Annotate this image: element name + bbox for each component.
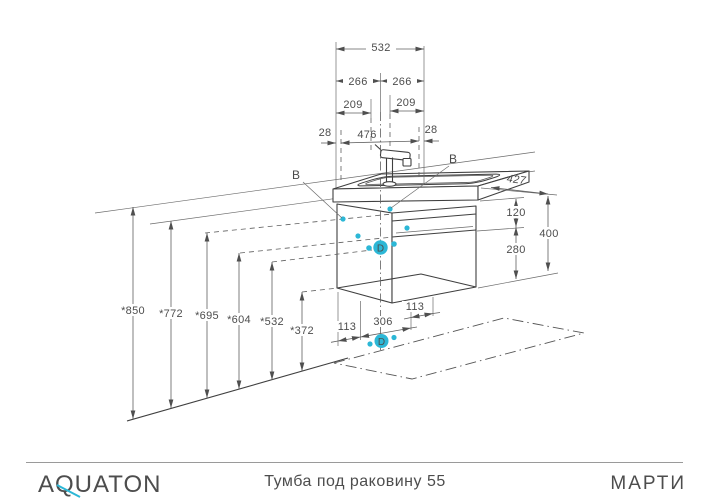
footer-series-name: МАРТИ <box>610 473 686 494</box>
dim-basin-width: 476 <box>357 129 376 141</box>
dim-total-width: 532 <box>371 42 390 54</box>
drain-symbol-front: D <box>373 240 388 255</box>
dim-right-offset: 209 <box>396 97 415 109</box>
dim-apron-height: 120 <box>506 207 525 219</box>
section-marker-right: B <box>449 152 457 166</box>
dim-right-edge: 28 <box>425 124 438 136</box>
dim-depth: 427 <box>506 173 527 187</box>
dim-total-height: 400 <box>539 228 558 240</box>
washbasin-front-face <box>332 185 479 203</box>
top-dimensions: 532 266 266 209 209 28 476 28 <box>319 41 439 188</box>
bottom-dimensions: 113 306 113 <box>330 292 441 346</box>
drawer-top-rail <box>391 213 477 222</box>
floor-projection-outline <box>333 317 585 380</box>
floor-line <box>126 357 349 422</box>
washbasin-right-face <box>477 170 530 201</box>
height-772: *772 <box>159 308 183 320</box>
drain-symbol-bottom: D <box>374 334 389 348</box>
faucet <box>374 144 412 187</box>
height-532: *532 <box>260 316 284 328</box>
footer-brand-logo: AQUATON <box>38 471 161 498</box>
footer-product-name: Тумба под раковину 55 <box>264 473 446 490</box>
vanity-cabinet <box>332 144 530 304</box>
drain-front-letter: D <box>377 244 384 255</box>
dim-foot-center: 306 <box>373 316 392 328</box>
cabinet-bottom-face <box>336 273 477 289</box>
dim-foot-left: 113 <box>338 321 356 333</box>
brand-logo-accent <box>56 484 81 498</box>
height-604: *604 <box>227 314 251 326</box>
height-reference-dashes <box>204 213 394 293</box>
footer: AQUATON Тумба под раковину 55 МАРТИ <box>26 462 686 498</box>
dim-body-height: 280 <box>506 244 525 256</box>
section-marker-left: B <box>292 168 300 182</box>
height-dimensions: *850 *772 *695 *604 *532 *372 <box>115 207 320 419</box>
height-372: *372 <box>290 325 314 337</box>
dim-left-half: 266 <box>348 76 367 88</box>
connection-points: D D <box>340 206 410 348</box>
dim-foot-right: 113 <box>406 301 424 313</box>
basin-rim <box>352 174 506 186</box>
cabinet-front-face <box>391 205 477 304</box>
height-850: *850 <box>121 305 145 317</box>
height-695: *695 <box>195 310 219 322</box>
right-dimensions: 427 120 280 400 <box>476 173 564 289</box>
drain-bottom-letter: D <box>378 337 385 348</box>
section-markers: B B <box>292 152 457 219</box>
dim-left-edge: 28 <box>319 127 332 139</box>
dim-right-half: 266 <box>392 76 411 88</box>
dim-left-offset: 209 <box>343 99 362 111</box>
